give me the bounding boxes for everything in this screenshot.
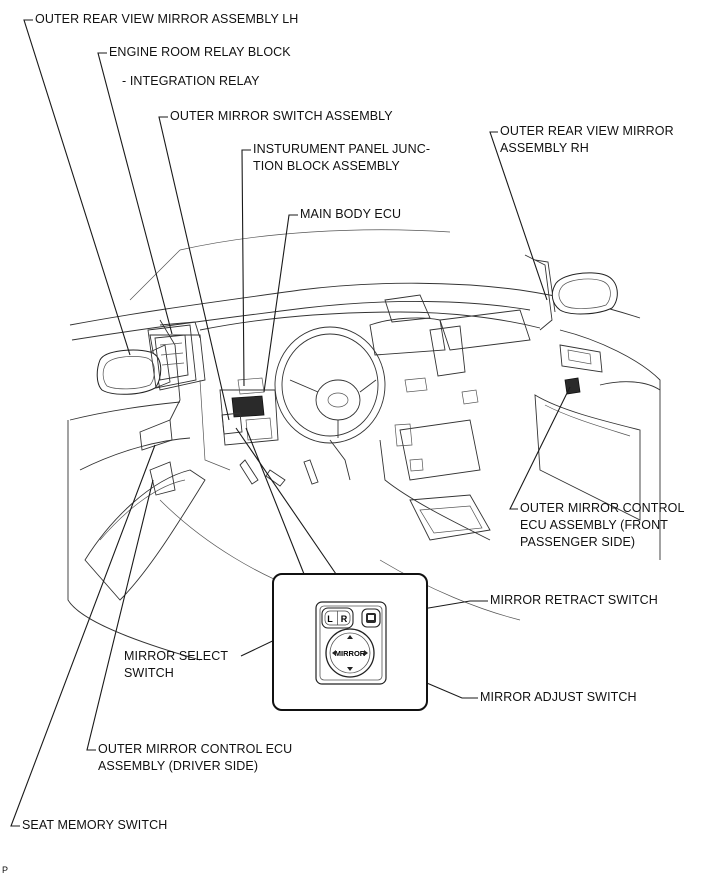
arrow-up-icon — [347, 635, 353, 639]
label-passenger-ecu-line1: OUTER MIRROR CONTROL — [520, 501, 685, 515]
leader-lines — [10, 19, 571, 827]
right-key-label: R — [341, 614, 348, 624]
mirror-select-switch[interactable]: L R — [321, 607, 354, 629]
arrow-down-icon — [347, 667, 353, 671]
switch-detail-panel: L R MIRROR — [272, 573, 428, 711]
mirror-retract-switch[interactable] — [361, 608, 381, 628]
label-main-body-ecu: MAIN BODY ECU — [300, 207, 402, 221]
label-passenger-ecu-line3: PASSENGER SIDE) — [520, 535, 636, 549]
label-outer-rear-view-mirror-rh-line1: OUTER REAR VIEW MIRROR — [500, 124, 674, 138]
label-engine-room-relay-block: ENGINE ROOM RELAY BLOCK — [109, 45, 291, 59]
label-mirror-adjust-switch: MIRROR ADJUST SWITCH — [480, 690, 637, 704]
arrow-right-icon — [364, 650, 368, 656]
label-integration-relay: - INTEGRATION RELAY — [122, 74, 260, 88]
label-ip-junction-block-line1: INSTURUMENT PANEL JUNC- — [253, 142, 431, 156]
label-outer-rear-view-mirror-lh: OUTER REAR VIEW MIRROR ASSEMBLY LH — [35, 12, 299, 26]
mirror-adjust-switch[interactable]: MIRROR — [325, 628, 375, 678]
left-mirror-drawing — [96, 344, 171, 395]
label-outer-rear-view-mirror-rh-line2: ASSEMBLY RH — [500, 141, 589, 155]
page-mark: P — [2, 865, 9, 875]
label-driver-ecu-line2: ASSEMBLY (DRIVER SIDE) — [98, 759, 259, 773]
engine-room-relay-block-drawing — [147, 324, 197, 389]
label-outer-mirror-switch-assembly: OUTER MIRROR SWITCH ASSEMBLY — [170, 109, 393, 123]
arrow-left-icon — [332, 650, 336, 656]
label-mirror-select-switch-line1: MIRROR SELECT — [124, 649, 229, 663]
label-passenger-ecu-line2: ECU ASSEMBLY (FRONT — [520, 518, 668, 532]
label-mirror-retract-switch: MIRROR RETRACT SWITCH — [490, 593, 658, 607]
label-mirror-select-switch-line2: SWITCH — [124, 666, 174, 680]
left-key-label: L — [327, 614, 333, 624]
label-ip-junction-block-line2: TION BLOCK ASSEMBLY — [253, 159, 400, 173]
adjust-center-label: MIRROR — [335, 649, 366, 658]
right-mirror-drawing — [551, 272, 618, 315]
label-driver-ecu-line1: OUTER MIRROR CONTROL ECU — [98, 742, 293, 756]
label-seat-memory-switch: SEAT MEMORY SWITCH — [22, 818, 168, 832]
